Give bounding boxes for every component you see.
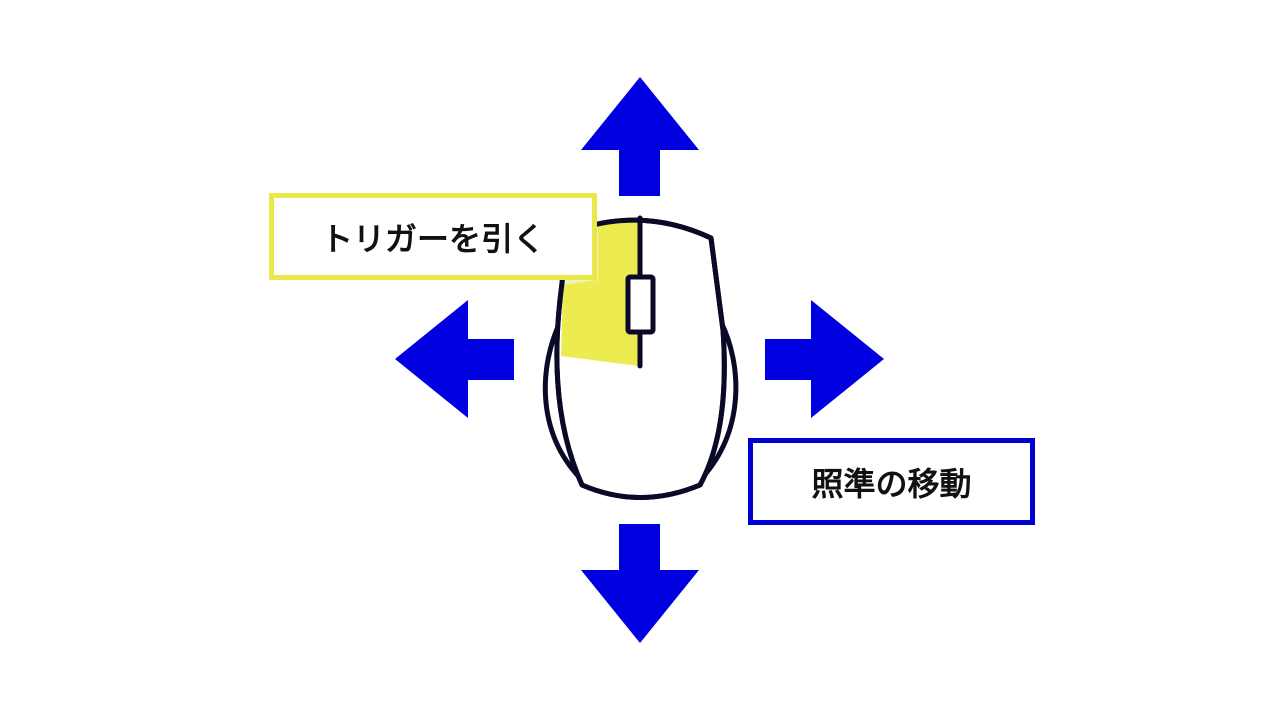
arrow-right-icon [765,300,884,418]
aim-label: 照準の移動 [811,464,972,503]
arrow-left-icon [395,300,514,418]
trigger-label-box: トリガーを引く [269,193,597,280]
arrow-down-icon [581,524,699,643]
aim-label-box: 照準の移動 [748,438,1035,525]
arrow-up-icon [581,77,699,196]
mouse-scroll-wheel [625,274,656,335]
trigger-label: トリガーを引く [320,219,545,258]
mouse-left-grip [542,319,583,481]
mouse-body-outline [554,217,727,500]
mouse-right-grip [699,319,739,481]
